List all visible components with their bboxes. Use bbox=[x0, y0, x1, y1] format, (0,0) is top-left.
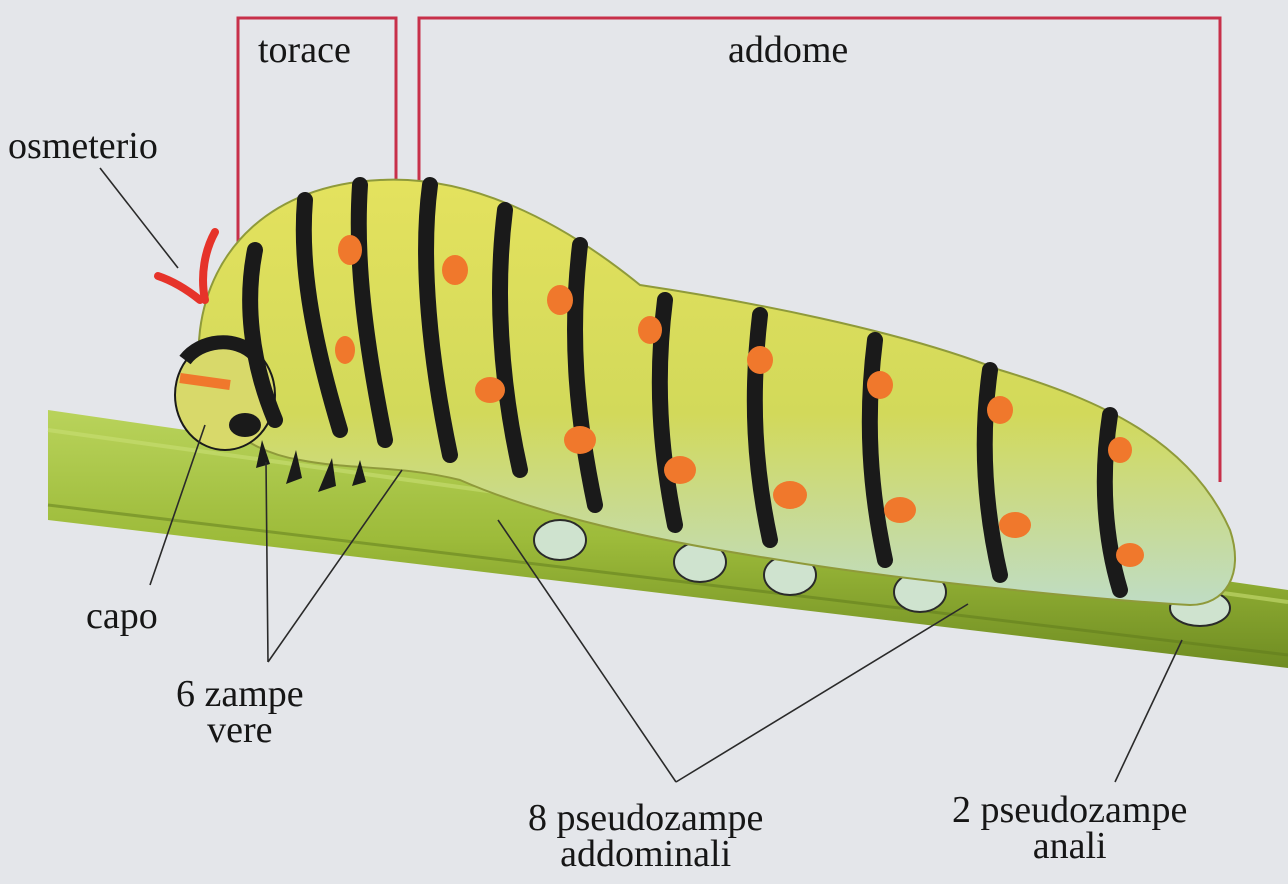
caterpillar-body bbox=[158, 180, 1235, 626]
leader-osmeterio bbox=[100, 168, 178, 268]
label-pseudozampe-addominali-line2: addominali bbox=[528, 836, 763, 872]
label-capo: capo bbox=[86, 598, 158, 634]
label-zampe-vere: 6 zampe vere bbox=[176, 676, 304, 748]
label-torace: torace bbox=[258, 32, 351, 68]
label-pseudozampe-anali-line1: 2 pseudozampe bbox=[952, 792, 1187, 828]
leader-pseudozampe-anali bbox=[1115, 640, 1182, 782]
label-addome: addome bbox=[728, 32, 848, 68]
label-pseudozampe-anali-line2: anali bbox=[952, 828, 1187, 864]
label-zampe-vere-line1: 6 zampe bbox=[176, 676, 304, 712]
label-osmeterio: osmeterio bbox=[8, 128, 158, 164]
label-pseudozampe-addominali: 8 pseudozampe addominali bbox=[528, 800, 763, 872]
label-pseudozampe-anali: 2 pseudozampe anali bbox=[952, 792, 1187, 864]
label-pseudozampe-addominali-line1: 8 pseudozampe bbox=[528, 800, 763, 836]
osmeterium-horns bbox=[158, 232, 215, 300]
label-zampe-vere-line2: vere bbox=[176, 712, 304, 748]
